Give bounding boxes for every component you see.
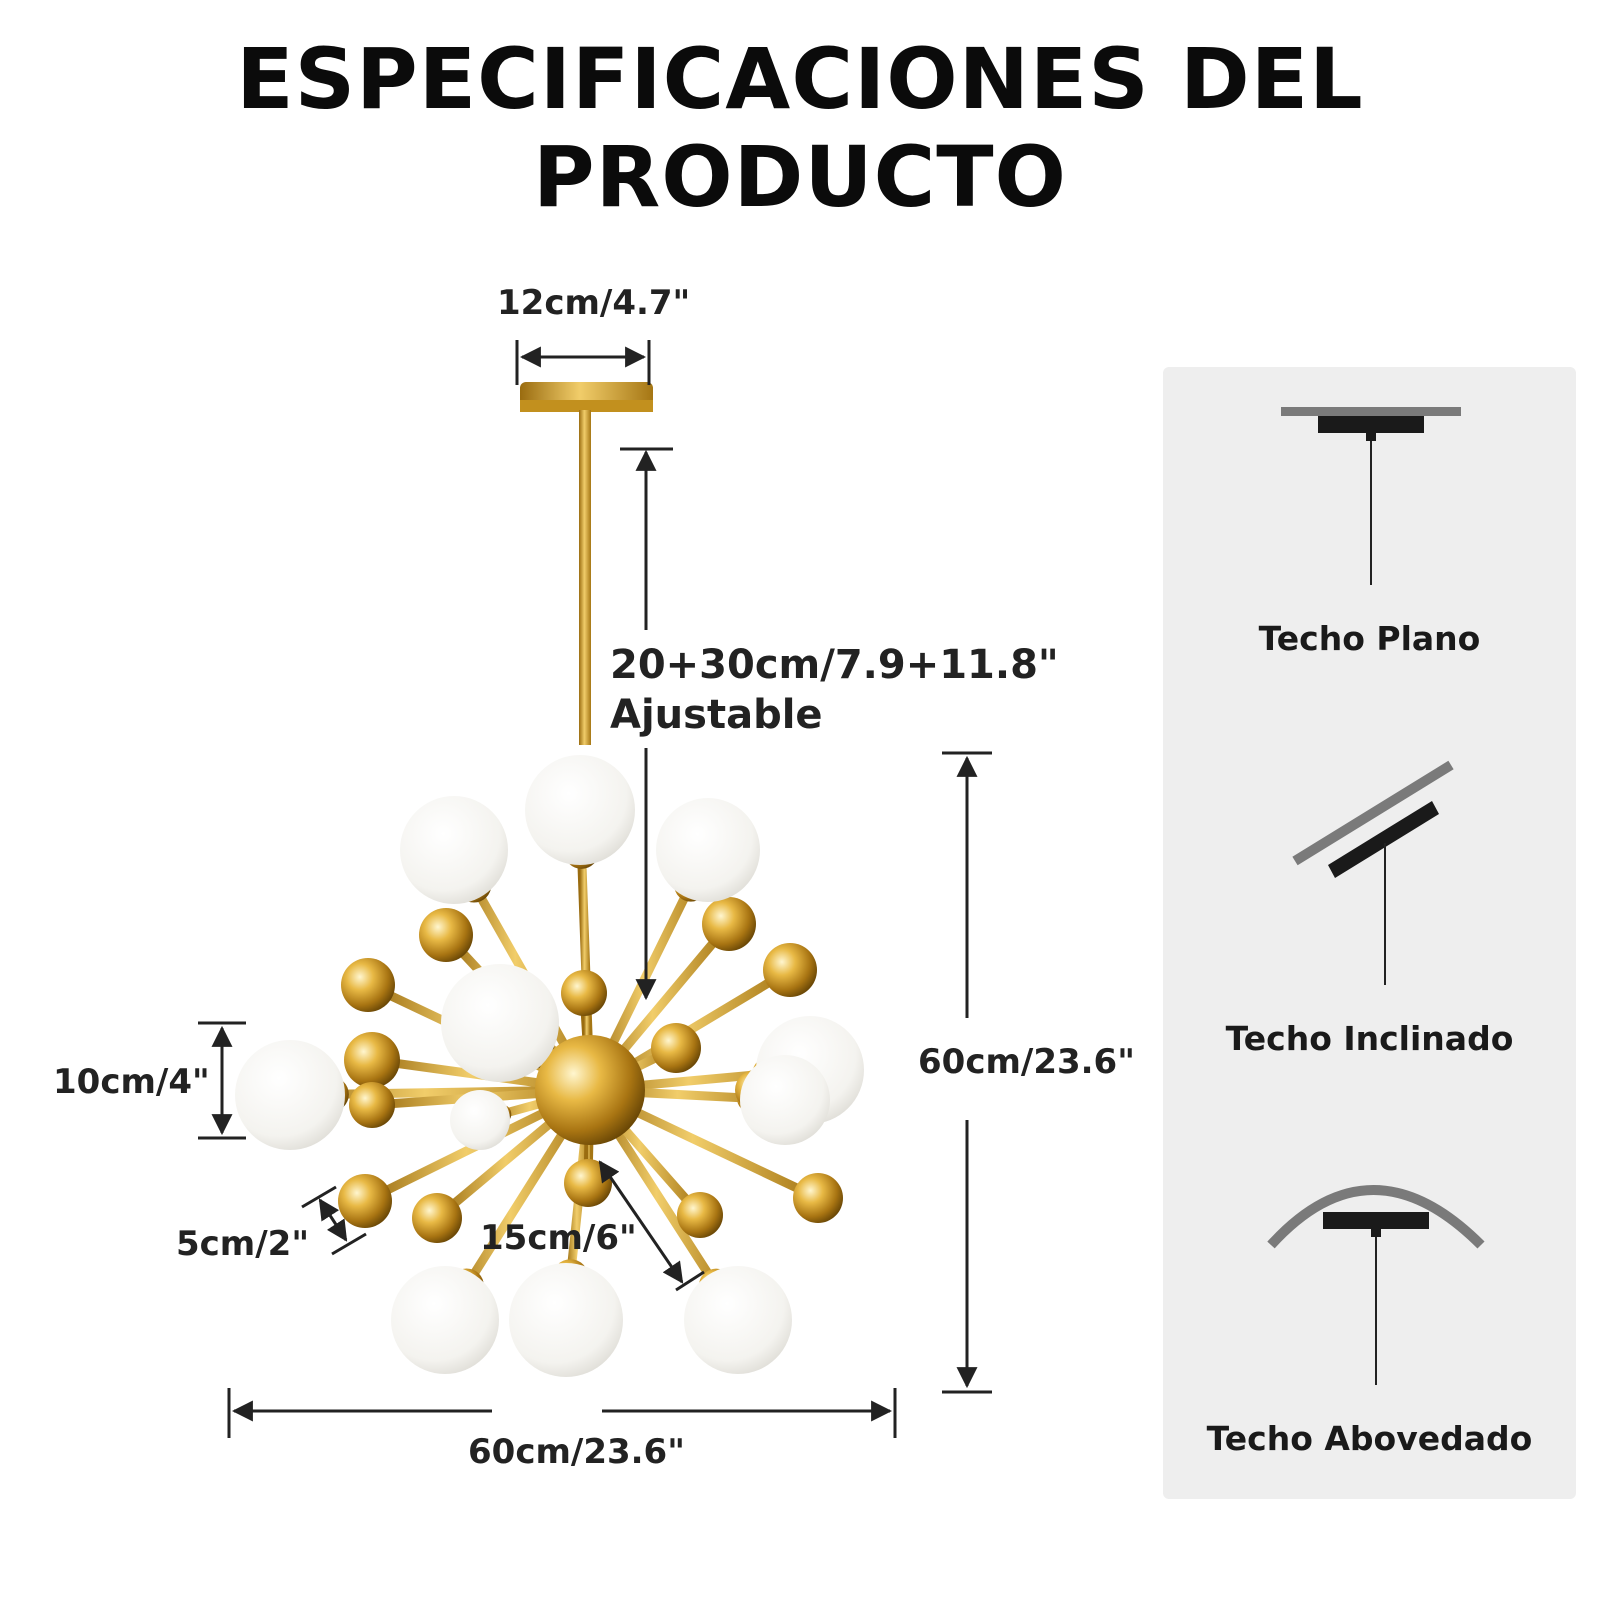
gold-ball <box>419 908 473 962</box>
glass-globes <box>235 755 864 1377</box>
rod-adjustable-label: Ajustable <box>610 692 823 738</box>
gold-ball <box>677 1192 723 1238</box>
gold-ball <box>702 897 756 951</box>
gold-ball <box>412 1193 462 1243</box>
dimension-lines <box>198 340 992 1438</box>
height-label: 60cm/23.6" <box>918 1042 1135 1082</box>
width-label: 60cm/23.6" <box>468 1432 685 1472</box>
glass-globe <box>391 1266 499 1374</box>
gold-ball <box>341 958 395 1012</box>
flat-ceiling-icon <box>1281 407 1461 585</box>
gold-ball <box>564 1159 612 1207</box>
glass-globe <box>684 1266 792 1374</box>
canopy <box>520 382 653 412</box>
gold-ball <box>651 1023 701 1073</box>
vaulted-ceiling-icon <box>1267 1185 1485 1385</box>
glass-globe <box>656 798 760 902</box>
ball-diameter-label: 5cm/2" <box>176 1224 310 1264</box>
center-hub <box>535 1035 645 1145</box>
ceiling-label-sloped: Techo Inclinado <box>1225 1019 1514 1058</box>
gold-ball <box>344 1032 400 1088</box>
ceiling-types-panel: Techo Plano Techo Inclinado Techo Aboved… <box>1163 367 1576 1499</box>
glass-globe <box>441 964 559 1082</box>
glass-globe <box>235 1040 345 1150</box>
canopy-width-label: 12cm/4.7" <box>497 283 691 323</box>
gold-ball <box>349 1082 395 1128</box>
glass-globe <box>509 1263 623 1377</box>
gold-ball <box>338 1174 392 1228</box>
glass-globe <box>740 1055 830 1145</box>
ceiling-label-flat: Techo Plano <box>1258 619 1481 658</box>
globe-diameter-label: 10cm/4" <box>53 1062 210 1102</box>
gold-ball <box>793 1173 843 1223</box>
downrod <box>579 410 591 745</box>
arm-length-label: 15cm/6" <box>480 1218 637 1258</box>
sloped-ceiling-icon <box>1292 760 1454 985</box>
glass-globe <box>450 1090 510 1150</box>
rod-length-label: 20+30cm/7.9+11.8" <box>610 642 1059 688</box>
ceiling-label-vaulted: Techo Abovedado <box>1206 1419 1533 1458</box>
glass-globe <box>400 796 508 904</box>
ceiling-icons <box>1267 407 1485 1385</box>
gold-ball <box>763 943 817 997</box>
gold-ball <box>561 970 607 1016</box>
page-title: ESPECIFICACIONES DEL PRODUCTO <box>236 30 1364 226</box>
glass-globe <box>525 755 635 865</box>
